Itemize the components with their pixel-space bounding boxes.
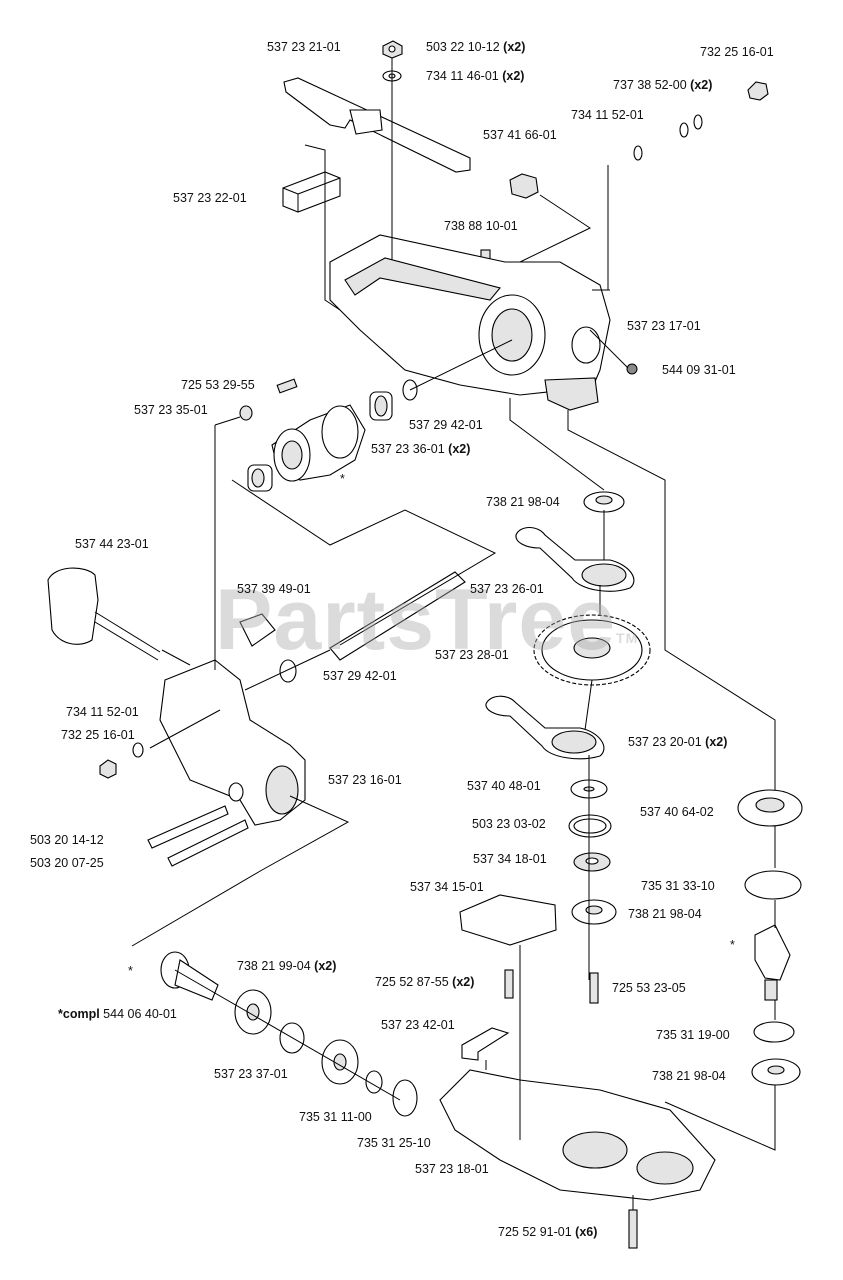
part-label[interactable]: 503 23 03-02	[472, 817, 546, 831]
part-label[interactable]: 537 23 35-01	[134, 403, 208, 417]
clip-537-39-49-01[interactable]	[239, 613, 276, 647]
washer-734-11-52-01[interactable]	[132, 742, 144, 758]
part-label[interactable]: 537 34 18-01	[473, 852, 547, 866]
part-label[interactable]: 537 23 21-01	[267, 40, 341, 54]
washer-734-11-52-01-top[interactable]	[633, 145, 643, 161]
watermark-text: PartsTree	[215, 572, 617, 668]
block-537-23-42-01[interactable]	[461, 1027, 510, 1061]
part-label[interactable]: 725 53 29-55	[181, 378, 255, 392]
part-label[interactable]: 537 40 48-01	[467, 779, 541, 793]
bearing-738-21-98-04-mid[interactable]	[571, 899, 617, 925]
pinion-shaft[interactable]	[754, 924, 791, 1001]
seal-537-40-64-02[interactable]	[737, 789, 803, 827]
part-label[interactable]: 537 34 15-01	[410, 880, 484, 894]
part-label[interactable]: 544 09 31-01	[662, 363, 736, 377]
gear-537-23-28-01[interactable]	[533, 614, 651, 686]
part-label[interactable]: 537 23 18-01	[415, 1162, 489, 1176]
washer-537-29-42-01[interactable]	[279, 659, 297, 683]
part-label[interactable]: 738 88 10-01	[444, 219, 518, 233]
part-label[interactable]: 725 52 87-55 (x2)	[375, 975, 475, 989]
part-label[interactable]: 738 21 98-04	[486, 495, 560, 509]
part-label[interactable]: 537 40 64-02	[640, 805, 714, 819]
part-label[interactable]: 537 29 42-01	[323, 669, 397, 683]
connecting-rod-upper[interactable]	[515, 526, 635, 592]
part-label[interactable]: 537 23 28-01	[435, 648, 509, 662]
part-label[interactable]: 732 25 16-01	[61, 728, 135, 742]
circlip-735-31-25-10[interactable]	[392, 1079, 418, 1117]
handle-537-44-23-01[interactable]	[47, 567, 161, 661]
part-label[interactable]: 732 25 16-01	[700, 45, 774, 59]
part-label[interactable]: 537 23 17-01	[627, 319, 701, 333]
nut-732-25-16-01-top[interactable]	[747, 81, 769, 101]
cap-537-41-66-01[interactable]	[509, 173, 539, 199]
part-label[interactable]: 735 31 19-00	[656, 1028, 730, 1042]
part-label[interactable]: 537 23 36-01 (x2)	[371, 442, 471, 456]
part-label[interactable]: 735 31 33-10	[641, 879, 715, 893]
pin-544-09-31-01[interactable]	[626, 363, 638, 375]
bearing-738-21-99-04[interactable]	[234, 989, 272, 1035]
part-label[interactable]: 537 23 42-01	[381, 1018, 455, 1032]
connecting-rod-lower[interactable]	[485, 695, 605, 760]
part-label[interactable]: 537 23 26-01	[470, 582, 544, 596]
washers-737-38-52-00[interactable]	[679, 114, 703, 138]
gear-housing-537-23-17-01[interactable]	[329, 234, 611, 411]
bearing-lower-pinion[interactable]	[247, 464, 273, 492]
cover-537-23-18-01[interactable]	[439, 1069, 716, 1201]
bearing-738-21-98-04-low[interactable]	[751, 1058, 801, 1086]
asterisk-marker: *	[128, 964, 133, 978]
part-label[interactable]: 537 23 16-01	[328, 773, 402, 787]
watermark: PartsTreeTM	[215, 575, 638, 665]
nut-503-22-10-12[interactable]	[382, 40, 403, 59]
part-label[interactable]: 735 31 11-00	[299, 1110, 372, 1124]
screw-725-52-91-01[interactable]	[628, 1209, 638, 1249]
part-label[interactable]: *compl 544 06 40-01	[58, 1007, 177, 1021]
part-label[interactable]: 734 11 52-01	[66, 705, 139, 719]
block-537-23-22-01[interactable]	[282, 171, 341, 213]
spacer-537-34-18-01[interactable]	[573, 852, 611, 872]
part-label[interactable]: 738 21 98-04	[652, 1069, 726, 1083]
bearing-738-21-98-04-top[interactable]	[583, 491, 625, 513]
bolt-503-20-14-12[interactable]	[147, 805, 229, 849]
part-label[interactable]: 725 52 91-01 (x6)	[498, 1225, 598, 1239]
part-label[interactable]: 537 44 23-01	[75, 537, 149, 551]
bearing-537-23-36-01[interactable]	[369, 391, 393, 421]
part-label[interactable]: 537 41 66-01	[483, 128, 557, 142]
circlip-735-31-33-10[interactable]	[744, 870, 802, 900]
leader-lines	[131, 58, 776, 1210]
part-label[interactable]: 734 11 52-01	[571, 108, 644, 122]
part-537-23-21-01[interactable]	[283, 77, 471, 173]
part-label[interactable]: 537 29 42-01	[409, 418, 483, 432]
part-label[interactable]: 737 38 52-00 (x2)	[613, 78, 713, 92]
part-label[interactable]: 734 11 46-01 (x2)	[426, 69, 525, 83]
part-label[interactable]: 537 39 49-01	[237, 582, 311, 596]
part-label[interactable]: 537 23 37-01	[214, 1067, 288, 1081]
part-label[interactable]: 738 21 99-04 (x2)	[237, 959, 337, 973]
bearing-738-21-99-04-b[interactable]	[321, 1039, 359, 1085]
nut-732-25-16-01[interactable]	[99, 759, 117, 779]
part-label[interactable]: 503 20 07-25	[30, 856, 104, 870]
pinion-544-06-40-01[interactable]	[160, 951, 219, 1001]
gear-housing-537-23-16-01[interactable]	[159, 659, 306, 826]
bracket-537-34-15-01[interactable]	[459, 894, 557, 946]
circlip-735-31-19-00[interactable]	[753, 1021, 795, 1043]
asterisk-marker: *	[730, 938, 735, 952]
asterisk-marker: *	[340, 472, 345, 486]
watermark-tm: TM	[616, 630, 639, 646]
screw-725-53-23-05[interactable]	[589, 972, 599, 1004]
washer-537-23-35-01[interactable]	[239, 405, 253, 421]
part-label[interactable]: 537 23 22-01	[173, 191, 247, 205]
bevel-gear-assembly[interactable]	[271, 404, 366, 482]
part-label[interactable]: 503 22 10-12 (x2)	[426, 40, 526, 54]
screw-725-52-87-55[interactable]	[504, 969, 514, 999]
part-label[interactable]: 725 53 23-05	[612, 981, 686, 995]
screw-725-53-29-55[interactable]	[276, 378, 298, 394]
part-label[interactable]: 537 23 20-01 (x2)	[628, 735, 728, 749]
part-label[interactable]: 735 31 25-10	[357, 1136, 431, 1150]
part-label[interactable]: 738 21 98-04	[628, 907, 702, 921]
shaft-537-23-26-01[interactable]	[329, 571, 466, 661]
part-label[interactable]: 503 20 14-12	[30, 833, 104, 847]
bolt-503-20-07-25[interactable]	[167, 819, 249, 867]
seal-503-23-03-02[interactable]	[568, 814, 612, 838]
